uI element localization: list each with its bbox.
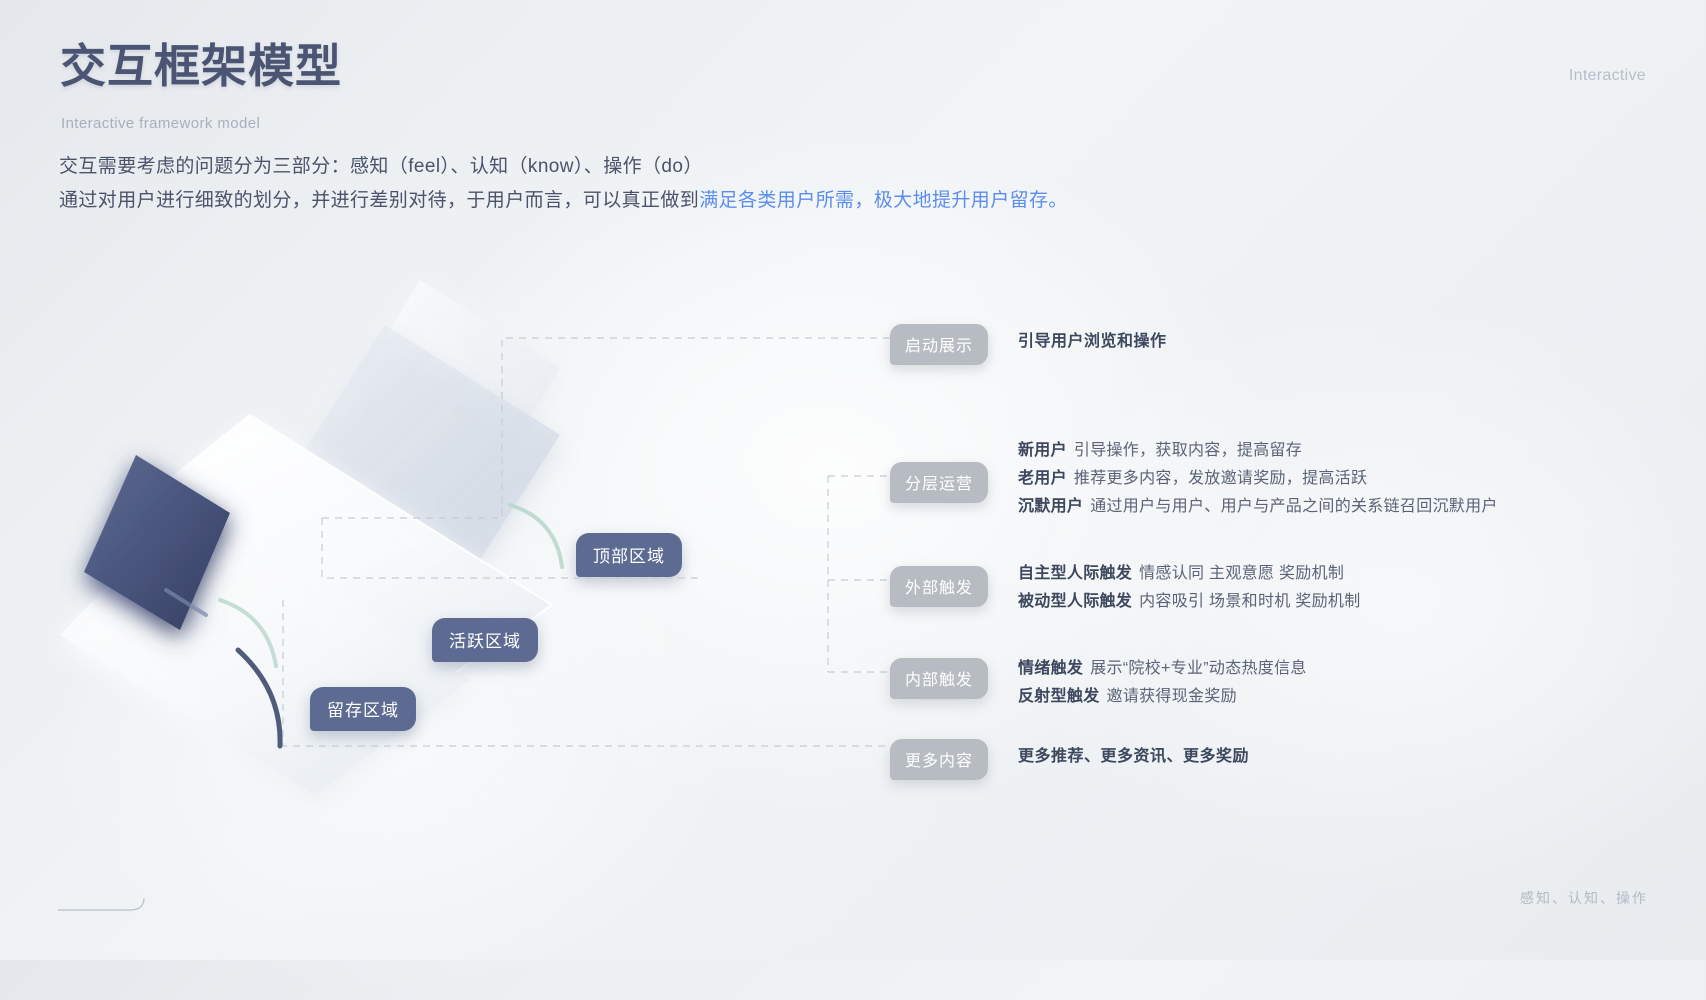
desc-row: 自主型人际触发情感认同 主观意愿 奖励机制 xyxy=(1018,560,1361,588)
desc-row: 沉默用户通过用户与用户、用户与产品之间的关系链召回沉默用户 xyxy=(1018,493,1498,521)
group-pill-external-trigger[interactable]: 外部触发 xyxy=(890,566,989,607)
desc-value: 展示“院校+专业”动态热度信息 xyxy=(1090,660,1307,677)
connector-lines xyxy=(282,337,890,747)
desc-value: 通过用户与用户、用户与产品之间的关系链召回沉默用户 xyxy=(1090,498,1498,515)
group-desc-more-content: 更多推荐、更多资讯、更多奖励 xyxy=(1018,743,1249,771)
intro-paragraph: 交互需要考虑的问题分为三部分：感知（feel）、认知（know）、操作（do） … xyxy=(59,150,1068,218)
group-pill-internal-trigger[interactable]: 内部触发 xyxy=(890,658,989,699)
group-desc-tiered-operations: 新用户引导操作，获取内容，提高留存 老用户推荐更多内容，发放邀请奖励，提高活跃 … xyxy=(1018,437,1498,521)
intro-line-1: 交互需要考虑的问题分为三部分：感知（feel）、认知（know）、操作（do） xyxy=(59,156,703,177)
desc-row: 反射型触发邀请获得现金奖励 xyxy=(1018,683,1307,711)
footer-flourish xyxy=(58,897,145,911)
desc-key: 自主型人际触发 xyxy=(1018,565,1133,582)
desc-key: 老用户 xyxy=(1018,470,1067,487)
desc-value: 推荐更多内容，发放邀请奖励，提高活跃 xyxy=(1073,470,1368,487)
desc-value: 引导操作，获取内容，提高留存 xyxy=(1073,442,1303,459)
group-desc-external-trigger: 自主型人际触发情感认同 主观意愿 奖励机制 被动型人际触发内容吸引 场景和时机 … xyxy=(1018,560,1361,616)
group-pill-tiered-operations[interactable]: 分层运营 xyxy=(890,462,989,503)
desc-row: 引导用户浏览和操作 xyxy=(1018,328,1167,356)
group-desc-internal-trigger: 情绪触发展示“院校+专业”动态热度信息 反射型触发邀请获得现金奖励 xyxy=(1018,655,1307,711)
desc-key: 沉默用户 xyxy=(1018,498,1084,515)
desc-key: 反射型触发 xyxy=(1018,688,1100,705)
page-subtitle: Interactive framework model xyxy=(61,115,261,132)
region-pill-top-area[interactable]: 顶部区域 xyxy=(576,533,682,577)
intro-line-2: 通过对用户进行细致的划分，并进行差别对待，于用户而言，可以真正做到满足各类用户所… xyxy=(59,184,1068,218)
page-title: 交互框架模型 xyxy=(60,40,342,92)
group-pill-startup-display[interactable]: 启动展示 xyxy=(890,324,989,365)
desc-row: 新用户引导操作，获取内容，提高留存 xyxy=(1018,437,1498,465)
desc-key: 被动型人际触发 xyxy=(1018,593,1133,610)
desc-value: 引导用户浏览和操作 xyxy=(1018,333,1167,350)
corner-label: Interactive xyxy=(1568,67,1646,84)
desc-row: 情绪触发展示“院校+专业”动态热度信息 xyxy=(1018,655,1307,683)
desc-row: 更多推荐、更多资讯、更多奖励 xyxy=(1018,743,1249,771)
intro-line-2-highlight: 满足各类用户所需，极大地提升用户留存。 xyxy=(699,190,1068,211)
desc-value: 情感认同 主观意愿 奖励机制 xyxy=(1139,565,1345,582)
group-desc-startup-display: 引导用户浏览和操作 xyxy=(1018,328,1167,356)
intro-line-2-normal: 通过对用户进行细致的划分，并进行差别对待，于用户而言，可以真正做到 xyxy=(59,190,700,211)
desc-key: 新用户 xyxy=(1018,442,1067,459)
footer-label: 感知、认知、操作 xyxy=(1520,890,1648,906)
desc-value: 内容吸引 场景和时机 奖励机制 xyxy=(1139,593,1361,610)
desc-row: 老用户推荐更多内容，发放邀请奖励，提高活跃 xyxy=(1018,465,1498,493)
desc-row: 被动型人际触发内容吸引 场景和时机 奖励机制 xyxy=(1018,588,1361,616)
desc-value: 邀请获得现金奖励 xyxy=(1106,688,1237,705)
desc-value: 更多推荐、更多资讯、更多奖励 xyxy=(1018,748,1250,765)
region-pill-retention-area[interactable]: 留存区域 xyxy=(310,687,416,731)
group-pill-more-content[interactable]: 更多内容 xyxy=(890,739,989,780)
region-pill-active-area[interactable]: 活跃区域 xyxy=(432,618,538,662)
desc-key: 情绪触发 xyxy=(1018,660,1084,677)
